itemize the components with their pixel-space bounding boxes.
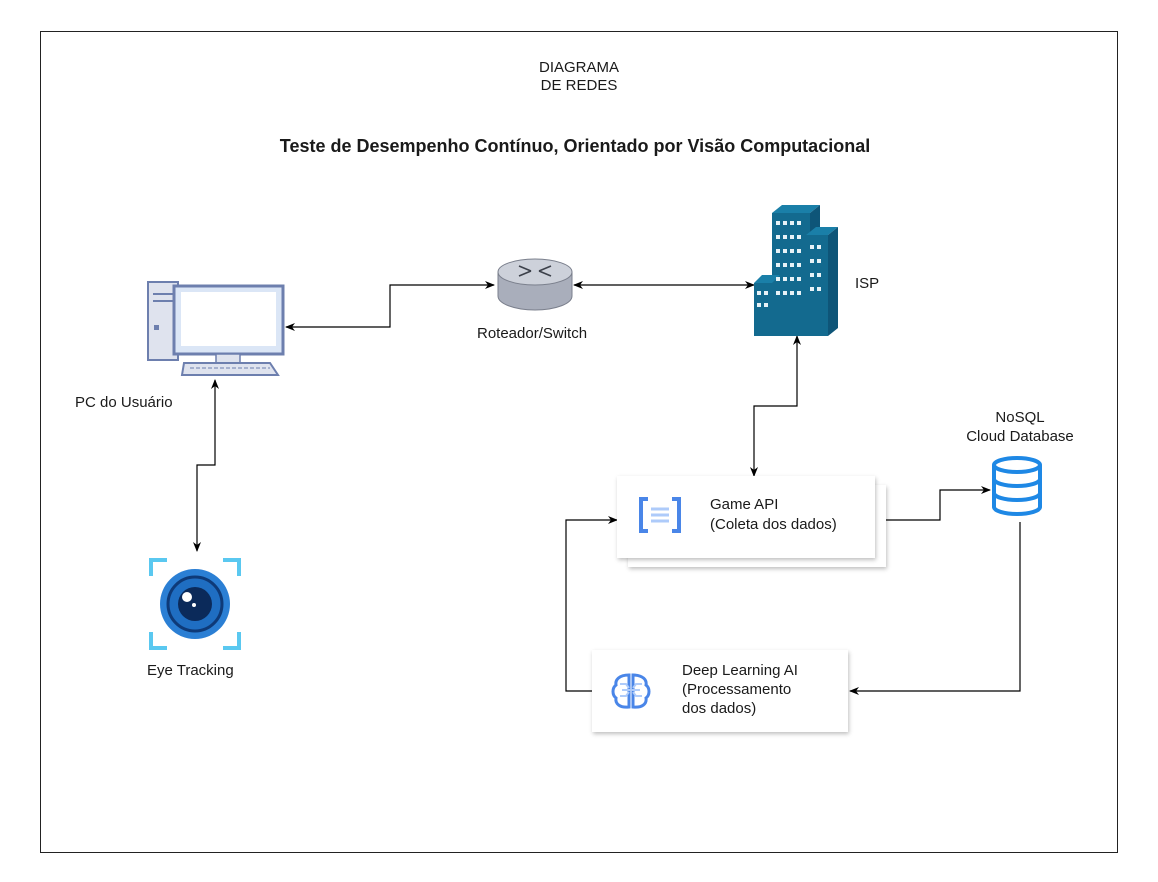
database-label-line-1: NoSQL: [995, 409, 1045, 426]
database-label-line-2: Cloud Database: [966, 428, 1074, 445]
diagram-title: Teste de Desempenho Contínuo, Orientado …: [279, 136, 871, 156]
edge-database-deeplearning: [849, 522, 1021, 695]
edge-pc-eye: [193, 379, 219, 552]
desktop-computer-icon: [147, 281, 285, 376]
edge-pc-router: [285, 281, 495, 331]
edge-gameapi-database: [875, 486, 991, 521]
edge-deeplearning-gameapi: [565, 516, 618, 692]
router-icon: [497, 258, 573, 311]
deep-learning-card[interactable]: Deep Learning AI (Processamento dos dado…: [592, 650, 848, 732]
office-buildings-icon: [754, 205, 838, 336]
router-label: Roteador/Switch: [477, 325, 588, 342]
deep-learning-label-line-2: (Processamento: [682, 681, 792, 698]
database-icon: [992, 456, 1042, 516]
api-brackets-icon: [639, 497, 681, 533]
diagram-frame: [40, 31, 1118, 853]
subtitle-line-1: DIAGRAMA: [538, 59, 619, 76]
deep-learning-label-line-1: Deep Learning AI: [682, 662, 798, 679]
ai-brain-icon: [611, 673, 651, 709]
deep-learning-label: Deep Learning AI (Processamento dos dado…: [682, 661, 798, 718]
pc-label: PC do Usuário: [75, 394, 173, 411]
isp-label: ISP: [855, 275, 880, 292]
database-label: NoSQL Cloud Database: [945, 408, 1095, 446]
game-api-card[interactable]: Game API (Coleta dos dados): [617, 476, 875, 558]
diagram-subtitle: DIAGRAMA DE REDES: [500, 59, 658, 95]
subtitle-line-2: DE REDES: [540, 77, 618, 94]
game-api-label-line-1: Game API: [710, 496, 779, 513]
edge-isp-gameapi: [750, 335, 801, 477]
deep-learning-label-line-3: dos dados): [682, 700, 757, 717]
game-api-label-line-2: (Coleta dos dados): [710, 516, 837, 533]
eye-tracking-icon: [149, 558, 241, 650]
eye-tracking-label: Eye Tracking: [147, 662, 234, 679]
game-api-label: Game API (Coleta dos dados): [710, 495, 837, 535]
